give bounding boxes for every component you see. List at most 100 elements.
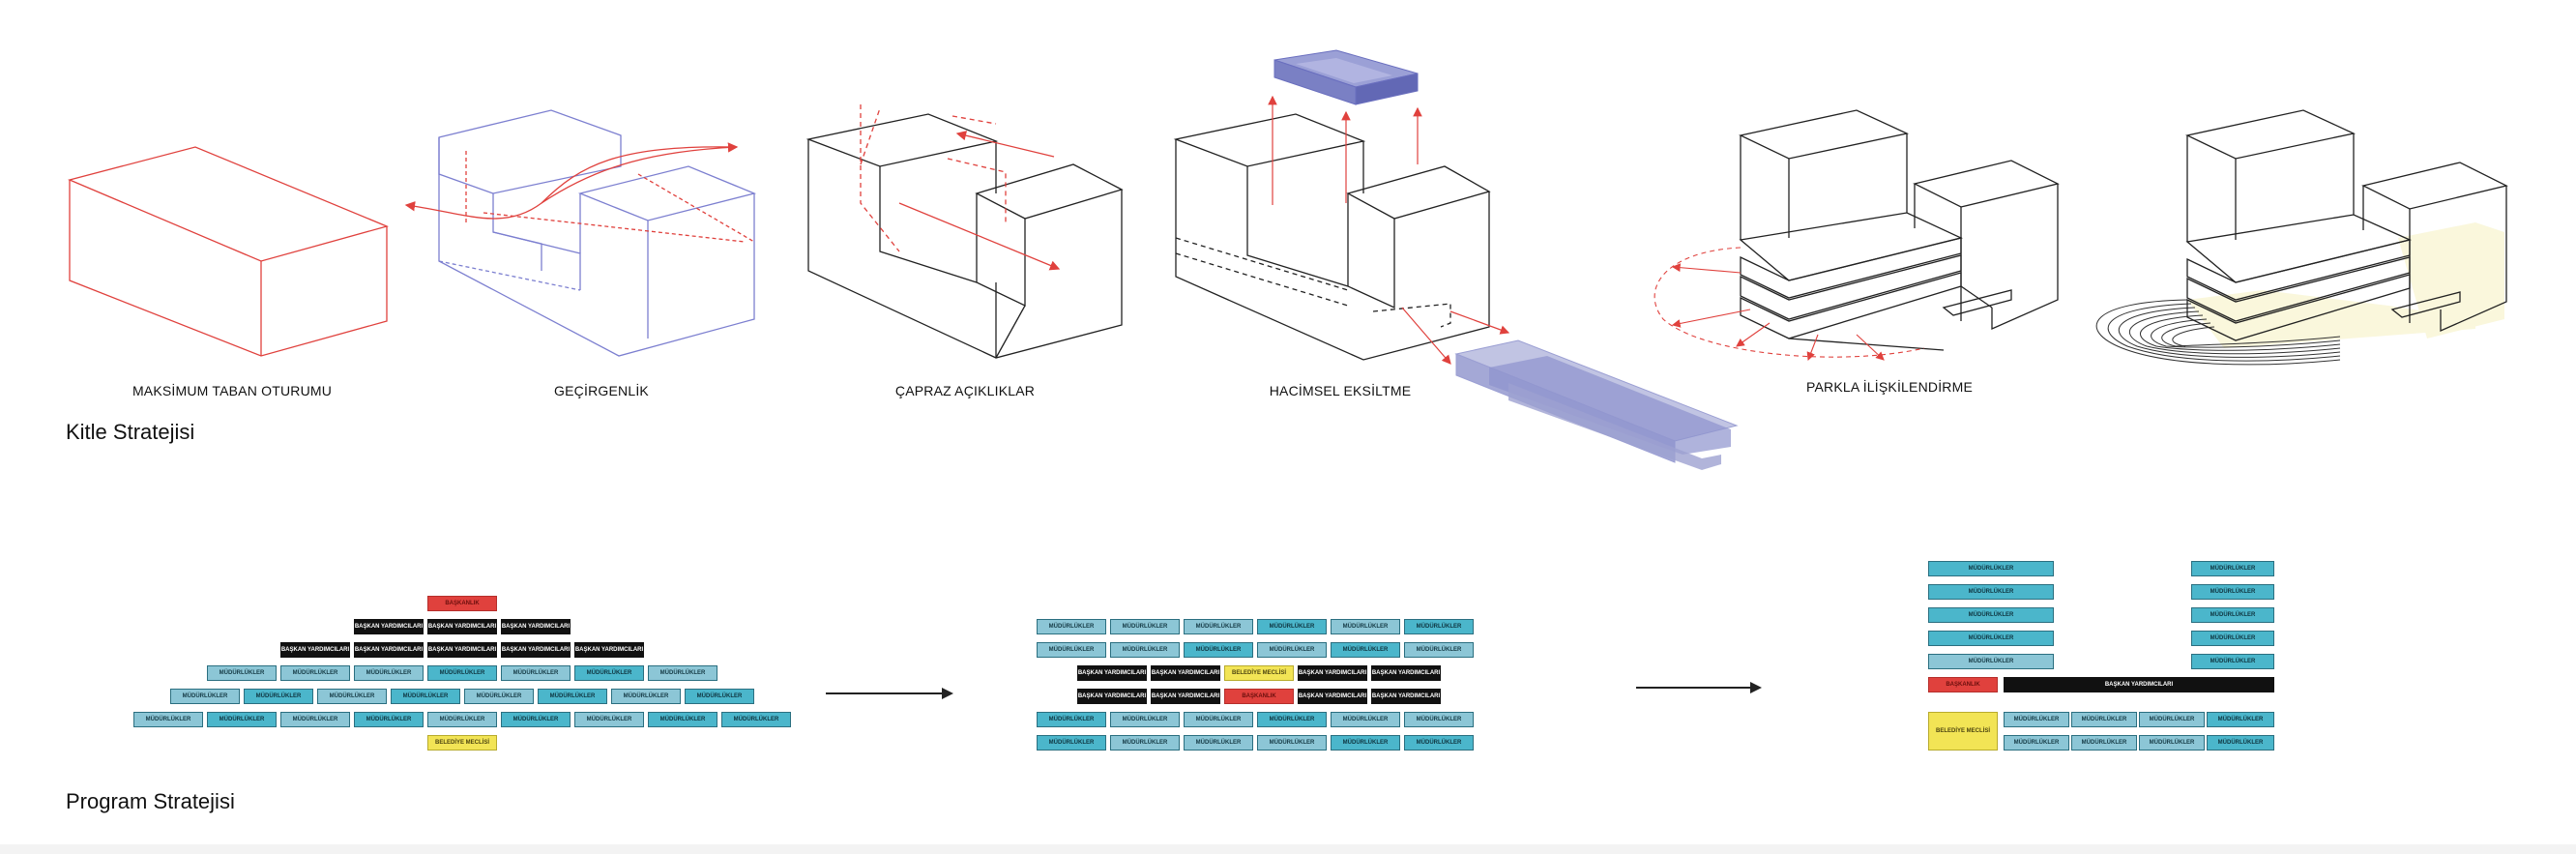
block-mudurlukler: MÜDÜRLÜKLER xyxy=(1331,642,1400,658)
diagram-park-relation-1-park xyxy=(1654,247,1925,362)
block-mudurlukler: MÜDÜRLÜKLER xyxy=(1404,712,1474,727)
diagram-cross-openings xyxy=(805,113,1124,359)
block-mudurlukler: MÜDÜRLÜKLER xyxy=(1257,712,1327,727)
block-mudurlukler: MÜDÜRLÜKLER xyxy=(1928,631,2054,646)
diagram-park-relation-2 xyxy=(2095,109,2508,366)
block-baskan-yardimcilari: BAŞKAN YARDIMCILARI xyxy=(280,642,350,658)
arrow-1-head xyxy=(942,688,953,699)
block-baskan-yardimcilari: BAŞKAN YARDIMCILARI xyxy=(1371,689,1441,704)
block-mudurlukler: MÜDÜRLÜKLER xyxy=(1110,712,1180,727)
section-title-program: Program Stratejisi xyxy=(66,789,235,813)
subtracted-volume-top xyxy=(1273,49,1419,105)
block-baskan-yardimcilari: BAŞKAN YARDIMCILARI xyxy=(574,642,644,658)
block-mudurlukler: MÜDÜRLÜKLER xyxy=(354,665,424,681)
block-mudurlukler: MÜDÜRLÜKLER xyxy=(317,689,387,704)
block-mudurlukler: MÜDÜRLÜKLER xyxy=(1928,607,2054,623)
block-mudurlukler: MÜDÜRLÜKLER xyxy=(648,712,717,727)
block-baskan-yardimcilari: BAŞKAN YARDIMCILARI xyxy=(1371,665,1441,681)
block-mudurlukler: MÜDÜRLÜKLER xyxy=(1331,619,1400,634)
block-mudurlukler: MÜDÜRLÜKLER xyxy=(1184,619,1253,634)
section-title-kitle: Kitle Stratejisi xyxy=(66,420,195,444)
kitle-diagrams xyxy=(67,49,2508,470)
block-mudurlukler: MÜDÜRLÜKLER xyxy=(391,689,460,704)
diagram-max-footprint xyxy=(67,146,389,357)
block-mudurlukler: MÜDÜRLÜKLER xyxy=(1037,619,1106,634)
block-mudurlukler: MÜDÜRLÜKLER xyxy=(2139,712,2205,727)
block-mudurlukler: MÜDÜRLÜKLER xyxy=(1331,712,1400,727)
block-mudurlukler: MÜDÜRLÜKLER xyxy=(2207,735,2274,751)
block-mudurlukler: MÜDÜRLÜKLER xyxy=(2004,712,2069,727)
block-mudurlukler: MÜDÜRLÜKLER xyxy=(2071,712,2137,727)
subtracted-volume-bottom xyxy=(1454,339,1739,470)
block-mudurlukler: MÜDÜRLÜKLER xyxy=(501,712,571,727)
diagram-volumetric-subtraction xyxy=(1173,113,1491,361)
block-mudurlukler: MÜDÜRLÜKLER xyxy=(685,689,754,704)
block-mudurlukler: MÜDÜRLÜKLER xyxy=(1928,584,2054,600)
arrow-2-head xyxy=(1750,682,1762,693)
block-baskan-yardimcilari: BAŞKAN YARDIMCILARI xyxy=(1298,689,1367,704)
diagram-cross-openings-arrows xyxy=(860,104,1061,271)
block-mudurlukler: MÜDÜRLÜKLER xyxy=(280,665,350,681)
block-mudurlukler: MÜDÜRLÜKLER xyxy=(501,665,571,681)
block-mudurlukler: MÜDÜRLÜKLER xyxy=(170,689,240,704)
block-mudurlukler: MÜDÜRLÜKLER xyxy=(1928,561,2054,576)
block-mudurlukler: MÜDÜRLÜKLER xyxy=(1184,735,1253,751)
caption-permeability: GEÇİRGENLİK xyxy=(554,383,649,398)
block-mudurlukler: MÜDÜRLÜKLER xyxy=(1257,735,1327,751)
caption-volumetric-subtraction: HACİMSEL EKSİLTME xyxy=(1269,383,1412,398)
block-mudurlukler: MÜDÜRLÜKLER xyxy=(2191,631,2274,646)
block-mudurlukler: MÜDÜRLÜKLER xyxy=(2191,561,2274,576)
block-baskan-yardimcilari: BAŞKAN YARDIMCILARI xyxy=(354,619,424,634)
block-mudurlukler: MÜDÜRLÜKLER xyxy=(1037,712,1106,727)
caption-max-footprint: MAKSİMUM TABAN OTURUMU xyxy=(132,383,333,398)
block-mudurlukler: MÜDÜRLÜKLER xyxy=(1404,619,1474,634)
block-belediye-meclisi: BELEDİYE MECLİSİ xyxy=(1224,665,1294,681)
block-baskan-yardimcilari: BAŞKAN YARDIMCILARI xyxy=(1077,665,1147,681)
block-baskanlik: BAŞKANLIK xyxy=(1224,689,1294,704)
block-baskan-yardimcilari: BAŞKAN YARDIMCILARI xyxy=(1151,665,1220,681)
block-mudurlukler: MÜDÜRLÜKLER xyxy=(574,665,644,681)
bottom-band xyxy=(0,844,2576,854)
arrow-2-line xyxy=(1636,687,1750,689)
block-mudurlukler: MÜDÜRLÜKLER xyxy=(354,712,424,727)
block-mudurlukler: MÜDÜRLÜKLER xyxy=(1404,735,1474,751)
block-baskan-yardimcilari: BAŞKAN YARDIMCILARI xyxy=(354,642,424,658)
block-mudurlukler: MÜDÜRLÜKLER xyxy=(1331,735,1400,751)
block-baskan-yardimcilari: BAŞKAN YARDIMCILARI xyxy=(501,642,571,658)
block-mudurlukler: MÜDÜRLÜKLER xyxy=(2191,607,2274,623)
diagram-permeability-arrows xyxy=(404,142,755,243)
block-mudurlukler: MÜDÜRLÜKLER xyxy=(1928,654,2054,669)
diagram-park-relation-1 xyxy=(1739,109,2060,351)
block-belediye-meclisi: BELEDİYE MECLİSİ xyxy=(427,735,497,751)
block-baskanlik: BAŞKANLIK xyxy=(1928,677,1998,692)
diagram-volumetric-arrows xyxy=(1268,95,1510,365)
block-mudurlukler: MÜDÜRLÜKLER xyxy=(1404,642,1474,658)
block-mudurlukler: MÜDÜRLÜKLER xyxy=(2191,584,2274,600)
block-mudurlukler: MÜDÜRLÜKLER xyxy=(1257,619,1327,634)
block-mudurlukler: MÜDÜRLÜKLER xyxy=(1037,735,1106,751)
block-mudurlukler: MÜDÜRLÜKLER xyxy=(2004,735,2069,751)
block-baskan-yardimcilari: BAŞKAN YARDIMCILARI xyxy=(427,642,497,658)
block-mudurlukler: MÜDÜRLÜKLER xyxy=(1184,642,1253,658)
block-baskan-yardimcilari: BAŞKAN YARDIMCILARI xyxy=(2004,677,2274,692)
block-mudurlukler: MÜDÜRLÜKLER xyxy=(464,689,534,704)
block-mudurlukler: MÜDÜRLÜKLER xyxy=(133,712,203,727)
block-mudurlukler: MÜDÜRLÜKLER xyxy=(538,689,607,704)
block-mudurlukler: MÜDÜRLÜKLER xyxy=(244,689,313,704)
block-mudurlukler: MÜDÜRLÜKLER xyxy=(1037,642,1106,658)
block-mudurlukler: MÜDÜRLÜKLER xyxy=(1184,712,1253,727)
block-baskan-yardimcilari: BAŞKAN YARDIMCILARI xyxy=(1151,689,1220,704)
block-mudurlukler: MÜDÜRLÜKLER xyxy=(427,665,497,681)
block-baskanlik: BAŞKANLIK xyxy=(427,596,497,611)
block-mudurlukler: MÜDÜRLÜKLER xyxy=(207,712,277,727)
block-mudurlukler: MÜDÜRLÜKLER xyxy=(280,712,350,727)
block-mudurlukler: MÜDÜRLÜKLER xyxy=(1257,642,1327,658)
block-baskan-yardimcilari: BAŞKAN YARDIMCILARI xyxy=(1298,665,1367,681)
arrow-1-line xyxy=(826,692,942,694)
block-mudurlukler: MÜDÜRLÜKLER xyxy=(207,665,277,681)
block-mudurlukler: MÜDÜRLÜKLER xyxy=(574,712,644,727)
block-mudurlukler: MÜDÜRLÜKLER xyxy=(2191,654,2274,669)
block-mudurlukler: MÜDÜRLÜKLER xyxy=(1110,735,1180,751)
block-mudurlukler: MÜDÜRLÜKLER xyxy=(2071,735,2137,751)
block-baskan-yardimcilari: BAŞKAN YARDIMCILARI xyxy=(1077,689,1147,704)
